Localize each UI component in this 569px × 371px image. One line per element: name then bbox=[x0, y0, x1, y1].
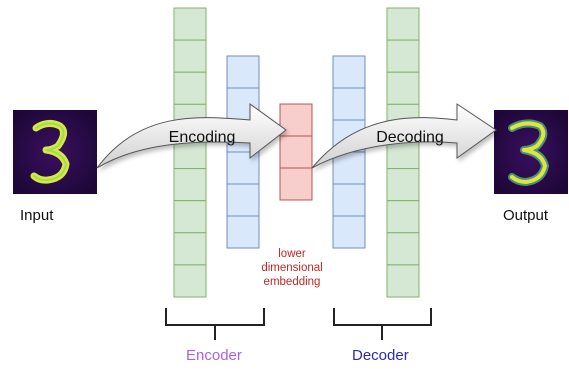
neuron-cell bbox=[386, 264, 420, 298]
neuron-cell bbox=[173, 71, 207, 105]
neuron-cell bbox=[173, 168, 207, 202]
neuron-cell bbox=[332, 87, 366, 121]
neuron-cell bbox=[226, 183, 260, 217]
decoder-output-layer bbox=[386, 7, 420, 298]
input-label: Input bbox=[20, 207, 54, 224]
output-label: Output bbox=[503, 207, 549, 224]
neuron-cell bbox=[332, 55, 366, 89]
encoding-arrow: Encoding bbox=[96, 103, 287, 169]
neuron-cell bbox=[173, 39, 207, 73]
decoding-label: Decoding bbox=[376, 129, 444, 146]
neuron-cell bbox=[386, 39, 420, 73]
embedding-cell bbox=[279, 135, 313, 169]
embedding-label: lower dimensional embedding bbox=[261, 248, 323, 288]
neuron-cell bbox=[332, 183, 366, 217]
embedding-layer bbox=[279, 103, 313, 201]
output-digit-image bbox=[494, 110, 568, 194]
decoder-label: Decoder bbox=[352, 347, 409, 364]
neuron-cell bbox=[173, 232, 207, 266]
encoder-label: Encoder bbox=[186, 347, 242, 364]
neuron-cell bbox=[226, 55, 260, 89]
encoder-input-layer bbox=[173, 7, 207, 298]
neuron-cell bbox=[386, 71, 420, 105]
neuron-cell bbox=[226, 215, 260, 249]
neuron-cell bbox=[386, 200, 420, 234]
neuron-cell bbox=[386, 7, 420, 41]
neuron-cell bbox=[386, 168, 420, 202]
neuron-cell bbox=[173, 200, 207, 234]
encoding-label: Encoding bbox=[169, 129, 236, 146]
neuron-cell bbox=[226, 151, 260, 185]
neuron-cell bbox=[173, 7, 207, 41]
neuron-cell bbox=[173, 264, 207, 298]
decoding-arrow: Decoding bbox=[311, 103, 497, 169]
encoder-bracket bbox=[165, 308, 265, 340]
neuron-cell bbox=[332, 215, 366, 249]
decoder-bracket bbox=[333, 308, 432, 340]
neuron-cell bbox=[386, 232, 420, 266]
embedding-cell bbox=[279, 167, 313, 201]
input-digit-image bbox=[13, 110, 97, 194]
